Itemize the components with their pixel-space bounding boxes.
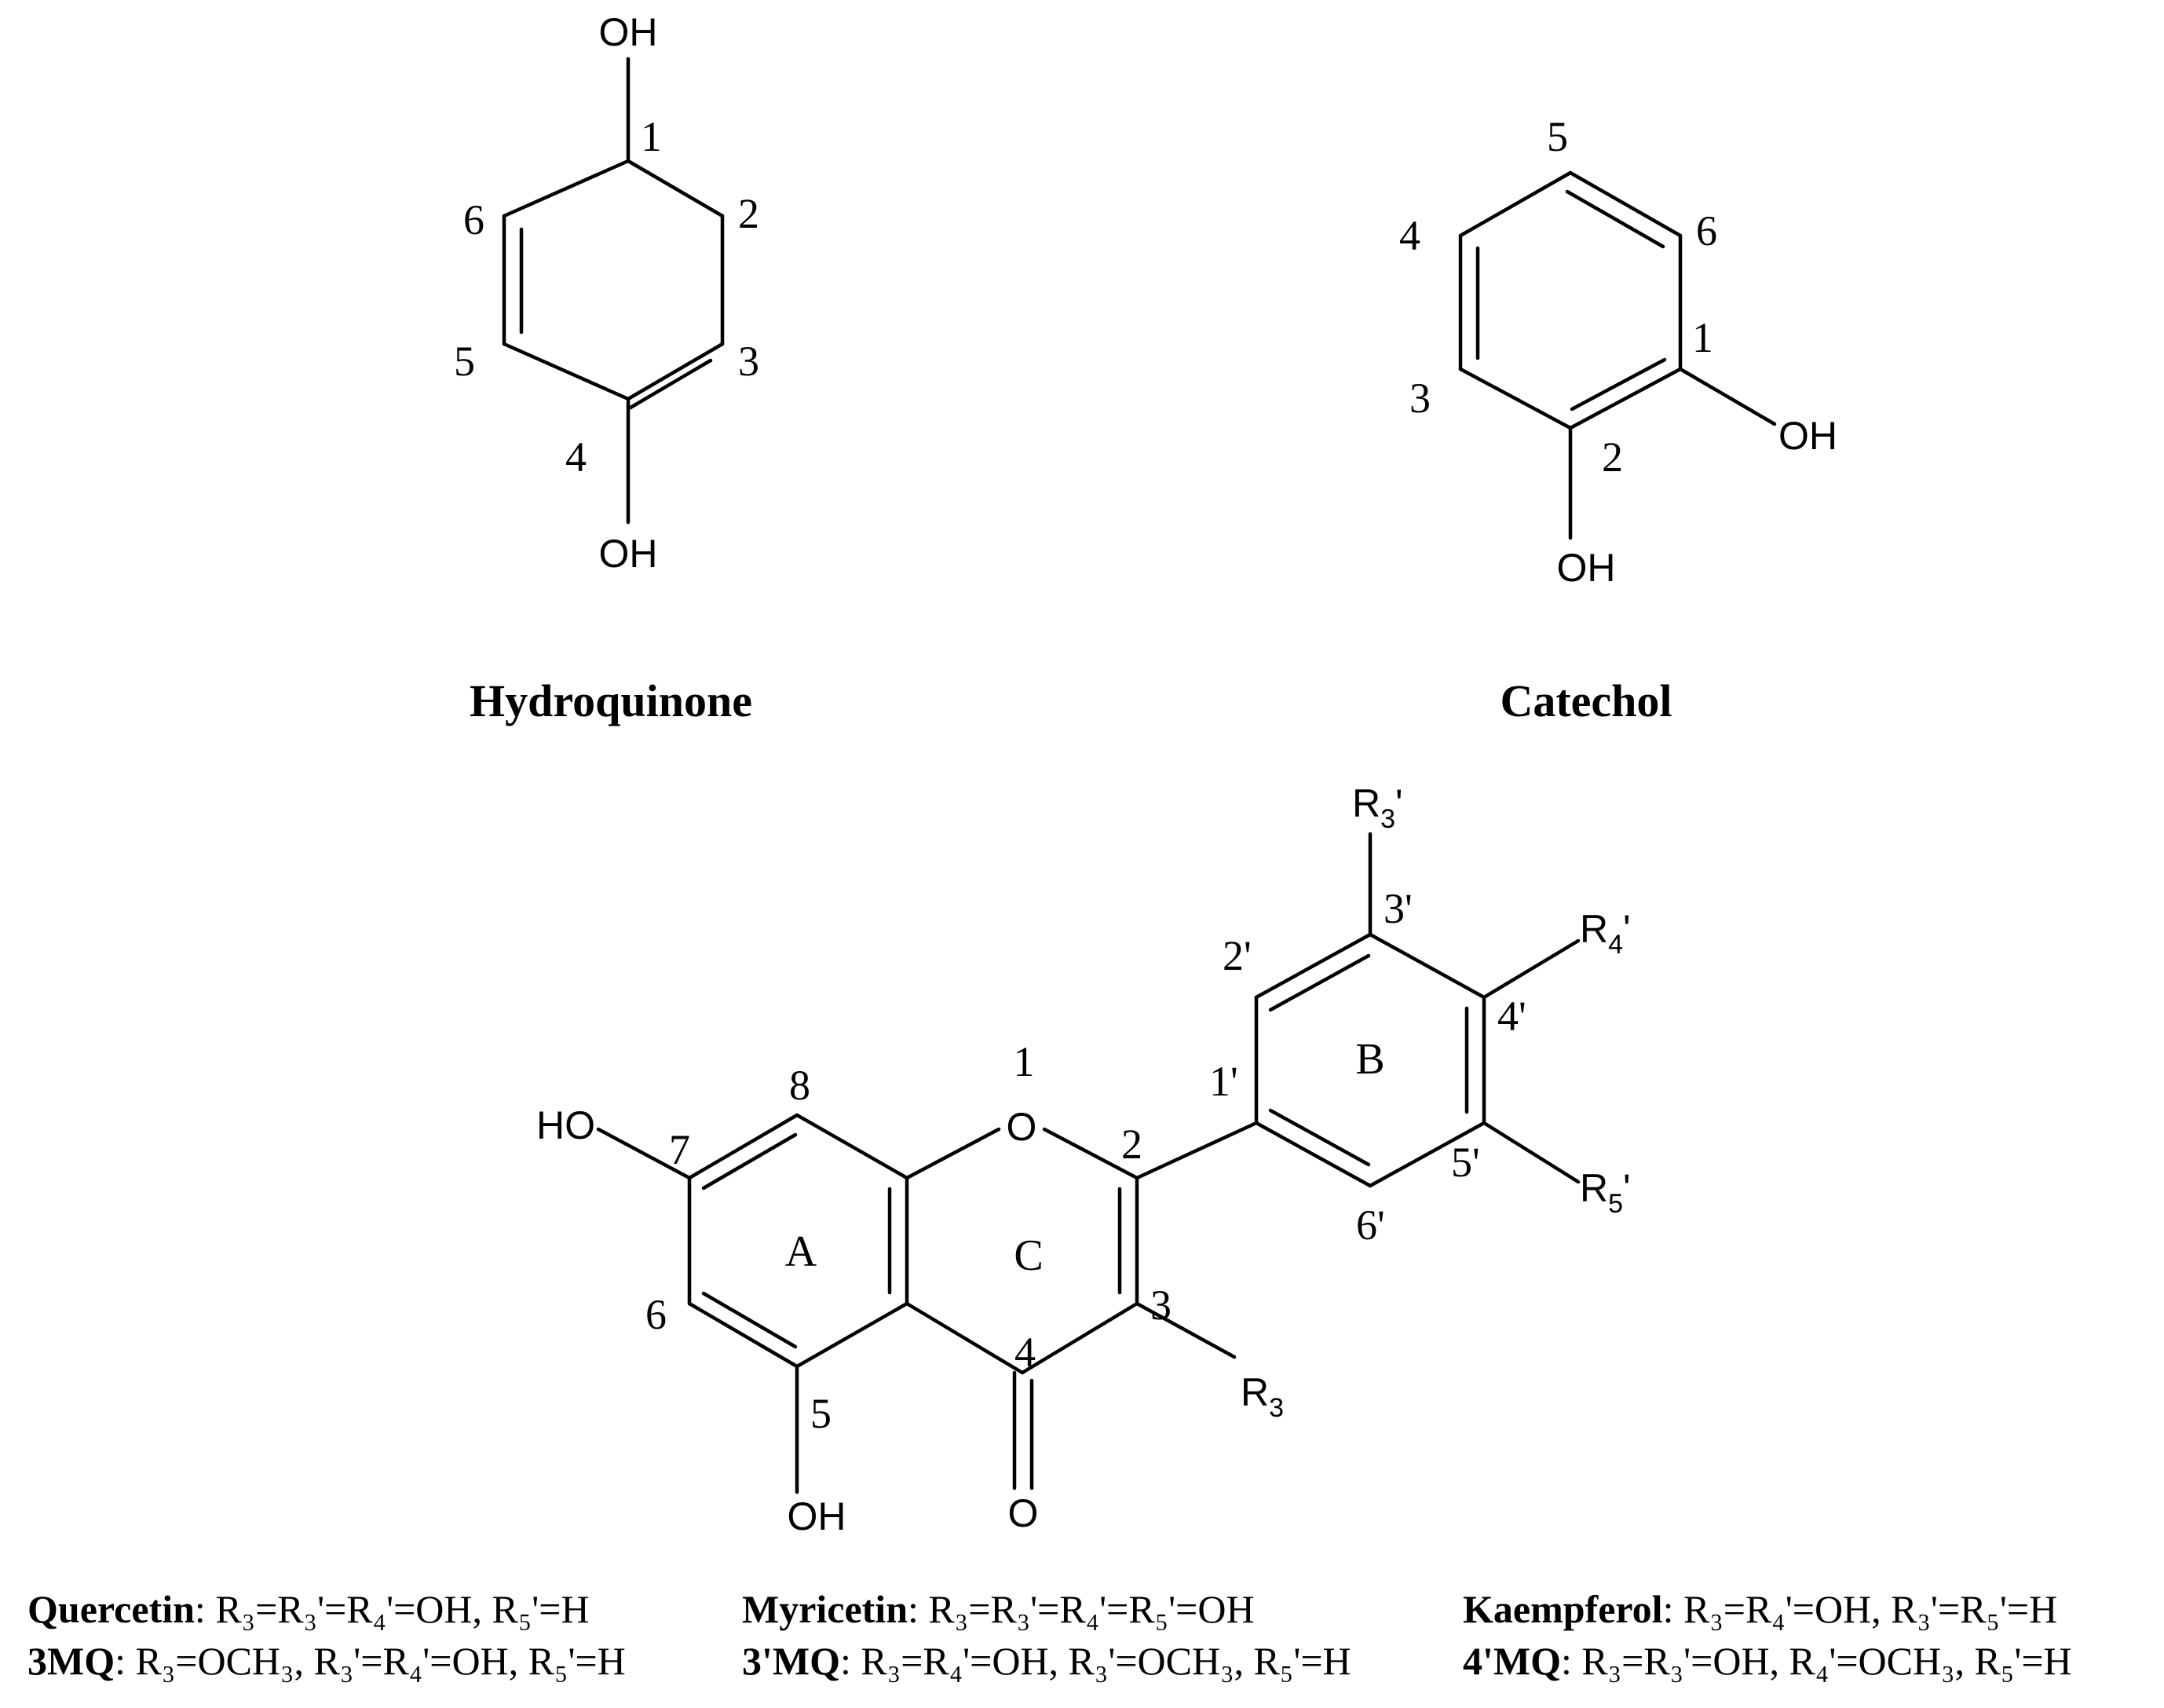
legend-quercetin: Quercetin: R₃=R₃'=R₄'=OH, R₅'=H xyxy=(27,1589,590,1629)
fl-label-7: 7 xyxy=(669,1126,690,1173)
cat-oh2: OH xyxy=(1557,546,1616,590)
fl-bond-c6-c5 xyxy=(687,1301,799,1369)
cat-bond-c4-c5 xyxy=(1458,170,1573,238)
cat-label-5: 5 xyxy=(1547,113,1568,160)
cat-bond-c1-c2 xyxy=(1568,367,1683,430)
hq-label-6: 6 xyxy=(463,196,484,243)
fl-bond-c8-c7 xyxy=(687,1113,799,1180)
fl-bond-c2-c1p xyxy=(1135,1121,1259,1180)
legend-quercetin-def: : R₃=R₃'=R₄'=OH, R₅'=H xyxy=(194,1587,590,1631)
flavonol-structure: HO O O OH R3 R3' R4' R5' A B C 1 2 3 4 5… xyxy=(536,781,1631,1538)
legend-myricetin-def: : R₃=R₃'=R₄'=R₅'=OH xyxy=(908,1587,1255,1631)
fl-label-5: 5 xyxy=(810,1390,832,1437)
legend-4pmq-def: : R₃=R₃'=OH, R₄'=OCH₃, R₅'=H xyxy=(1560,1639,2072,1683)
cat-bond-c5-c6 xyxy=(1568,170,1683,238)
fl-bond-c6-c5-double xyxy=(701,1291,798,1349)
cat-label-4: 4 xyxy=(1399,212,1420,259)
cat-bond-c5-c6-double xyxy=(1565,189,1665,249)
cat-oh1: OH xyxy=(1778,414,1837,458)
legend-kaempferol-def: : R₃=R₄'=OH, R₃'=R₅'=H xyxy=(1662,1587,2058,1631)
fl-label-4p: 4' xyxy=(1497,993,1526,1040)
fl-r3p: R3' xyxy=(1352,781,1403,834)
hq-label-1: 1 xyxy=(641,113,662,160)
legend-4pmq: 4'MQ: R₃=R₃'=OH, R₄'=OCH₃, R₅'=H xyxy=(1463,1641,2072,1681)
fl-bond-c8a-o1 xyxy=(905,1127,1001,1180)
fl-label-3p: 3' xyxy=(1384,885,1413,932)
cat-label-1: 1 xyxy=(1692,314,1713,361)
hydroquinone-structure: OH OH 1 2 3 4 5 6 Hydroquinone xyxy=(454,10,759,726)
legend-3pmq-def: : R₃=R₄'=OH, R₃'=OCH₃, R₅'=H xyxy=(839,1639,1351,1683)
hq-label-2: 2 xyxy=(738,190,759,237)
fl-label-3: 3 xyxy=(1150,1282,1172,1329)
fl-ring-c: C xyxy=(1014,1231,1043,1280)
hq-label-5: 5 xyxy=(454,338,475,385)
hq-bond-c4-c5 xyxy=(502,342,631,401)
hq-bond-c3-c4 xyxy=(626,342,725,401)
hq-bond-c1-c2 xyxy=(626,159,725,218)
legend-3mq-def: : R₃=OCH₃, R₃'=R₄'=OH, R₅'=H xyxy=(115,1639,626,1683)
legend-myricetin: Myricetin: R₃=R₃'=R₄'=R₅'=OH xyxy=(742,1589,1255,1629)
fl-bond-c4p-r4p xyxy=(1482,938,1581,1000)
fl-oh-5: OH xyxy=(788,1494,846,1538)
fl-bond-c5p-c6p xyxy=(1368,1121,1486,1188)
hq-name: Hydroquinone xyxy=(470,675,752,726)
fl-label-5p: 5' xyxy=(1451,1139,1480,1186)
hq-bond-c6-c1 xyxy=(502,159,631,218)
fl-bond-c6p-c1p-double xyxy=(1268,1108,1371,1167)
hq-label-4: 4 xyxy=(565,433,587,481)
legend-4pmq-name: 4'MQ xyxy=(1463,1639,1561,1683)
fl-bond-c5-c4a xyxy=(795,1301,909,1369)
cat-name: Catechol xyxy=(1500,675,1672,726)
fl-label-8: 8 xyxy=(789,1062,810,1109)
fl-ho-7: HO xyxy=(536,1103,595,1147)
fl-r3: R3 xyxy=(1241,1370,1284,1423)
fl-bond-c8a-c8 xyxy=(795,1113,909,1180)
hq-oh-top: OH xyxy=(599,10,658,54)
fl-label-1p: 1' xyxy=(1209,1058,1238,1105)
legend-kaempferol-name: Kaempferol xyxy=(1463,1587,1663,1631)
fl-r4p: R4' xyxy=(1580,907,1631,960)
fl-label-1: 1 xyxy=(1014,1038,1035,1085)
fl-bond-c8-c7-double xyxy=(701,1132,798,1190)
cat-label-2: 2 xyxy=(1602,433,1623,481)
fl-bond-c5p-r5p xyxy=(1482,1121,1581,1184)
hq-oh-bottom: OH xyxy=(599,532,658,576)
fl-bond-c3-r3 xyxy=(1135,1301,1237,1359)
fl-ring-a: A xyxy=(785,1227,817,1276)
hq-label-3: 3 xyxy=(738,338,759,385)
cat-bond-oh1 xyxy=(1678,367,1777,426)
hq-bond-c3-c4-double xyxy=(628,358,713,410)
fl-bond-c3-c4 xyxy=(1020,1301,1139,1375)
cat-bond-c1-c2-double xyxy=(1570,357,1667,411)
fl-ring-b: B xyxy=(1355,1035,1384,1084)
legend-3mq: 3MQ: R₃=OCH₃, R₃'=R₄'=OH, R₅'=H xyxy=(27,1641,626,1681)
fl-label-2p: 2' xyxy=(1223,932,1252,979)
fl-bond-c4-c4a xyxy=(905,1301,1025,1375)
fl-bond-c7-oh xyxy=(596,1127,692,1180)
fl-o-1: O xyxy=(1007,1105,1037,1149)
fl-o-carbonyl: O xyxy=(1008,1491,1039,1535)
fl-label-6: 6 xyxy=(645,1291,667,1338)
legend-3mq-name: 3MQ xyxy=(27,1639,115,1683)
fl-label-6p: 6' xyxy=(1356,1201,1385,1249)
fl-bond-c6p-c1p xyxy=(1254,1121,1373,1188)
fl-bond-c2p-c3p xyxy=(1254,932,1373,1000)
legend-kaempferol: Kaempferol: R₃=R₄'=OH, R₃'=R₅'=H xyxy=(1463,1589,2057,1629)
legend-quercetin-name: Quercetin xyxy=(27,1587,195,1631)
cat-label-6: 6 xyxy=(1696,207,1717,254)
legend-myricetin-name: Myricetin xyxy=(742,1587,908,1631)
fl-label-4: 4 xyxy=(1014,1329,1036,1376)
fl-r5p: R5' xyxy=(1580,1166,1631,1219)
catechol-structure: OH OH 1 2 3 4 5 6 Catechol xyxy=(1399,113,1837,726)
fl-bond-o1-c2 xyxy=(1042,1127,1139,1180)
fl-label-2: 2 xyxy=(1121,1121,1142,1168)
fl-bond-c3p-c4p xyxy=(1368,932,1486,1000)
legend-3pmq: 3'MQ: R₃=R₄'=OH, R₃'=OCH₃, R₅'=H xyxy=(742,1641,1351,1681)
fl-bond-c2p-c3p-double xyxy=(1268,953,1371,1012)
cat-label-3: 3 xyxy=(1409,375,1431,422)
cat-bond-c2-c3 xyxy=(1458,367,1573,430)
legend-3pmq-name: 3'MQ xyxy=(742,1639,840,1683)
